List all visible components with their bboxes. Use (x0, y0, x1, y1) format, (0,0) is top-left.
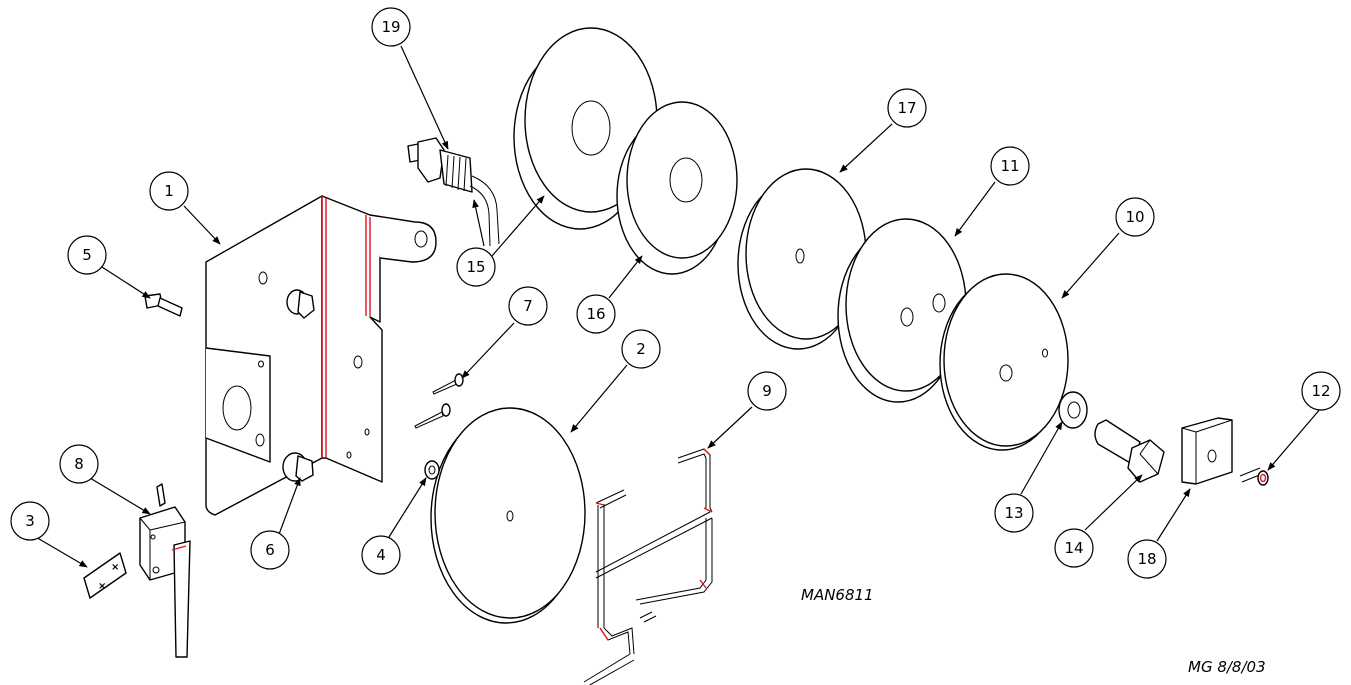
svg-text:5: 5 (82, 246, 92, 264)
sensor-part (407, 137, 500, 247)
callout-18: 18 (1127, 539, 1167, 579)
callout-12: 12 (1301, 371, 1341, 411)
callout-9: 9 (747, 371, 787, 411)
svg-text:16: 16 (586, 305, 605, 323)
bracket-part (205, 195, 437, 516)
disc-two-holes-part (837, 218, 967, 403)
svg-text:13: 13 (1004, 504, 1023, 522)
svg-text:18: 18 (1137, 550, 1156, 568)
star-washer-part (424, 460, 440, 480)
svg-text:×: × (111, 562, 119, 573)
svg-text:2: 2 (636, 340, 646, 358)
screw-part (144, 293, 183, 317)
small-screw-part (1239, 467, 1269, 486)
svg-text:14: 14 (1064, 539, 1083, 557)
wire-frame-part (583, 448, 713, 685)
svg-text:×: × (98, 581, 106, 592)
svg-text:10: 10 (1125, 208, 1144, 226)
svg-text:6: 6 (265, 541, 275, 559)
callout-10: 10 (1115, 197, 1155, 237)
svg-text:3: 3 (25, 512, 35, 530)
callout-19: 19 (371, 7, 411, 47)
callout-14: 14 (1054, 528, 1094, 568)
callout-5: 5 (67, 235, 107, 275)
callout-3: 3 (10, 501, 50, 541)
callout-1: 1 (149, 171, 189, 211)
callout-13: 13 (994, 493, 1034, 533)
revision-note: MG 8/8/03 (1188, 658, 1266, 676)
washer-part (1058, 391, 1088, 429)
callout-6: 6 (250, 530, 290, 570)
callout-16: 16 (576, 294, 616, 334)
svg-text:19: 19 (381, 18, 400, 36)
terminal-plate-part: × × (83, 552, 127, 599)
svg-text:17: 17 (897, 99, 916, 117)
callout-11: 11 (990, 146, 1030, 186)
svg-text:12: 12 (1311, 382, 1330, 400)
callout-2: 2 (621, 329, 661, 369)
thin-disc-part (939, 273, 1069, 451)
callout-4: 4 (361, 535, 401, 575)
hex-bolt-part (1094, 419, 1165, 483)
svg-text:15: 15 (466, 258, 485, 276)
disc-center-hole-part (737, 168, 867, 350)
svg-text:9: 9 (762, 382, 772, 400)
svg-text:11: 11 (1000, 157, 1019, 175)
callout-17: 17 (887, 88, 927, 128)
callout-7: 7 (508, 286, 548, 326)
svg-text:4: 4 (376, 546, 386, 564)
microswitch-part (139, 483, 191, 658)
magnet-disc-part (616, 101, 738, 275)
square-block-part (1181, 417, 1233, 485)
svg-text:7: 7 (523, 297, 533, 315)
large-thin-disc-part (430, 407, 586, 624)
pin-part (414, 373, 464, 429)
callout-15: 15 (456, 247, 496, 287)
drawing-id-label: MAN6811 (801, 586, 874, 604)
callout-8: 8 (59, 444, 99, 484)
leader-lines (33, 45, 1322, 568)
svg-text:1: 1 (164, 182, 174, 200)
svg-text:8: 8 (74, 455, 84, 473)
